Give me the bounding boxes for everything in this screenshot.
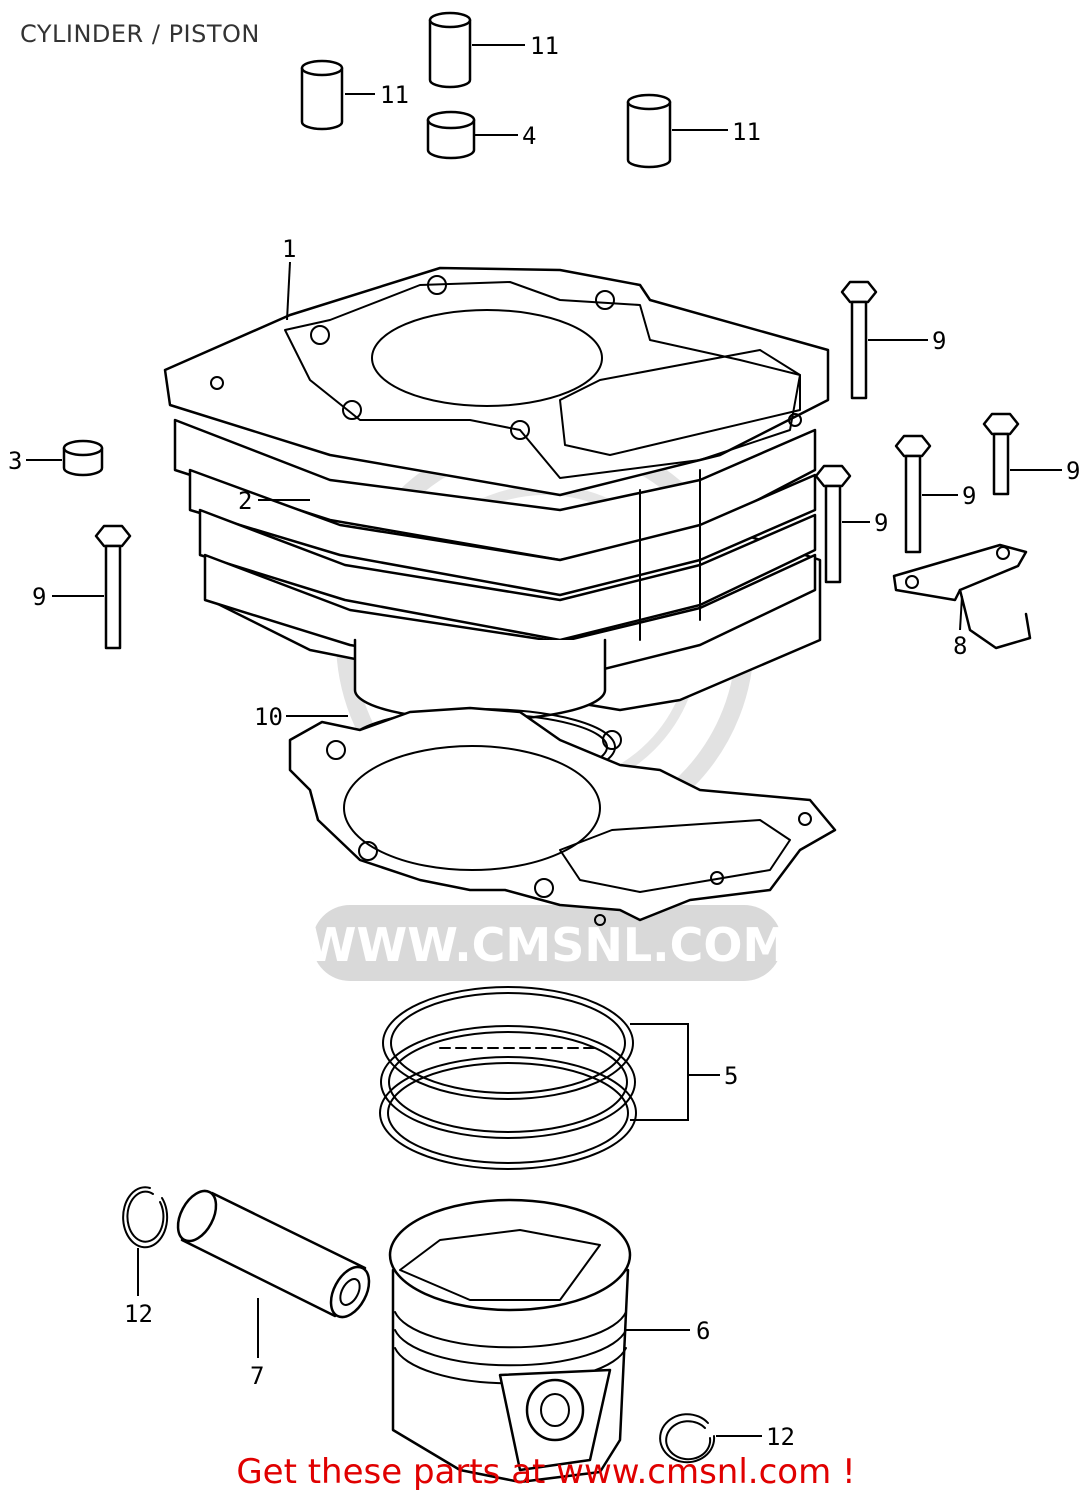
cmsnl-promo-link[interactable]: Get these parts at www.cmsnl.com ! bbox=[236, 1452, 856, 1492]
piston-6[interactable] bbox=[388, 1198, 632, 1484]
callout-3: 3 bbox=[8, 447, 22, 475]
callout-6: 6 bbox=[696, 1317, 710, 1345]
dowel-pin-11-top[interactable] bbox=[428, 11, 472, 89]
dowel-pin-11-right[interactable] bbox=[626, 93, 672, 169]
callout-11: 11 bbox=[732, 118, 761, 146]
dowel-pin-11-left[interactable] bbox=[300, 59, 344, 131]
piston-pin-clip-12-left[interactable] bbox=[122, 1186, 169, 1249]
callout-11: 11 bbox=[530, 32, 559, 60]
piston-pin-clip-12-right[interactable] bbox=[659, 1413, 716, 1464]
cap-3[interactable] bbox=[62, 439, 104, 477]
callout-10: 10 bbox=[254, 703, 283, 731]
callout-12: 12 bbox=[124, 1300, 153, 1328]
callout-labels: 11 11 4 11 1 9 3 9 9 9 9 8 10 2 5 12 7 6… bbox=[8, 32, 1080, 1451]
callout-11: 11 bbox=[380, 81, 409, 109]
callout-2: 2 bbox=[238, 487, 252, 515]
cylinder-gasket-2[interactable] bbox=[288, 706, 837, 926]
diagram-title: CYLINDER / PISTON bbox=[20, 20, 260, 48]
callout-9: 9 bbox=[874, 509, 888, 537]
bracket-8[interactable] bbox=[892, 543, 1032, 650]
callout-5: 5 bbox=[724, 1062, 738, 1090]
bolt-9-top[interactable] bbox=[840, 280, 878, 400]
callout-8: 8 bbox=[953, 632, 967, 660]
piston-ring-set-5[interactable] bbox=[379, 986, 637, 1170]
callout-9: 9 bbox=[962, 482, 976, 510]
bolt-9-right-a[interactable] bbox=[894, 434, 932, 554]
bolt-9-left[interactable] bbox=[94, 524, 132, 650]
bolt-9-mid[interactable] bbox=[814, 464, 852, 584]
callout-7: 7 bbox=[250, 1362, 264, 1390]
bolt-9-right-b[interactable] bbox=[982, 412, 1020, 496]
watermark-text: WWW.CMSNL.COM bbox=[306, 918, 789, 972]
callout-12: 12 bbox=[766, 1423, 795, 1451]
callout-9: 9 bbox=[32, 583, 46, 611]
callout-4: 4 bbox=[522, 122, 536, 150]
callout-1: 1 bbox=[282, 235, 296, 263]
callout-9: 9 bbox=[932, 327, 946, 355]
callout-9: 9 bbox=[1066, 457, 1080, 485]
collar-4[interactable] bbox=[426, 110, 476, 160]
cylinder-block-1[interactable] bbox=[163, 266, 830, 722]
watermark-banner bbox=[312, 905, 782, 981]
piston-pin-7[interactable] bbox=[170, 1185, 377, 1324]
leader-lines bbox=[26, 44, 1062, 1437]
